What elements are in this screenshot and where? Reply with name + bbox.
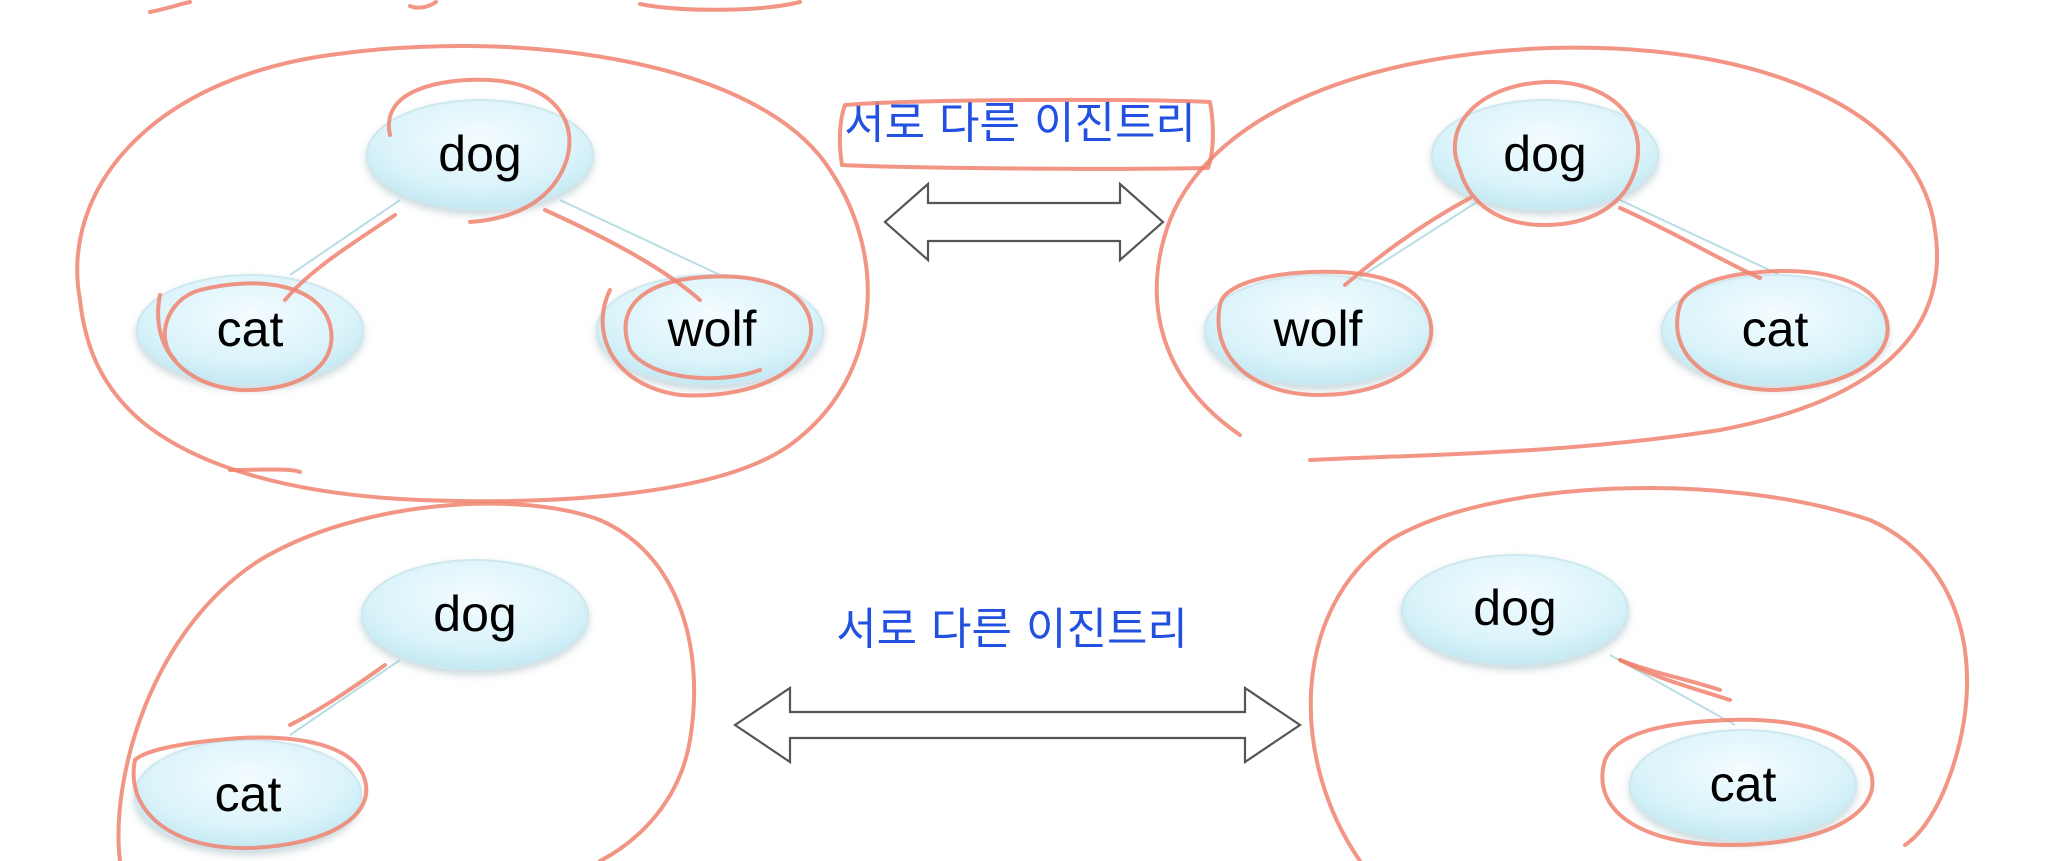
edge-dog-wolf	[1339, 199, 1481, 291]
edge-dog-cat	[289, 199, 401, 276]
edge-dog-cat	[1619, 199, 1781, 276]
edge-dog-cat	[289, 659, 401, 736]
tree-node-dog: dog	[366, 99, 594, 211]
tree-node-cat: cat	[134, 739, 362, 851]
tree-node-dog: dog	[1431, 99, 1659, 211]
handwritten-annotations	[75, 0, 1970, 861]
node-label: cat	[215, 766, 282, 822]
node-label: dog	[433, 586, 516, 642]
node-label: wolf	[667, 301, 757, 357]
node-label: cat	[1710, 756, 1777, 812]
tree-node-cat: cat	[1661, 274, 1889, 386]
node-label: dog	[1473, 580, 1556, 636]
tree-node-dog: dog	[1401, 554, 1629, 666]
double-arrow-top	[883, 181, 1165, 263]
node-label: cat	[217, 301, 284, 357]
tree-top-left: dog cat wolf	[136, 99, 824, 386]
tree-bottom-right: dog cat	[1401, 554, 1857, 841]
tree-node-wolf: wolf	[1204, 274, 1432, 386]
double-arrow-bottom	[733, 685, 1302, 765]
node-label: cat	[1742, 301, 1809, 357]
caption-bottom: 서로 다른 이진트리	[836, 604, 1188, 655]
tree-node-wolf: wolf	[596, 274, 824, 386]
tree-top-right: dog wolf cat	[1204, 99, 1889, 386]
tree-bottom-left: dog cat	[134, 559, 589, 851]
node-label: dog	[1503, 126, 1586, 182]
tree-node-cat: cat	[136, 274, 364, 386]
tree-node-dog: dog	[361, 559, 589, 671]
node-label: dog	[438, 126, 521, 182]
node-label: wolf	[1273, 301, 1363, 357]
edge-dog-wolf	[559, 199, 721, 276]
tree-node-cat: cat	[1629, 729, 1857, 841]
caption-top: 서로 다른 이진트리	[844, 98, 1196, 149]
